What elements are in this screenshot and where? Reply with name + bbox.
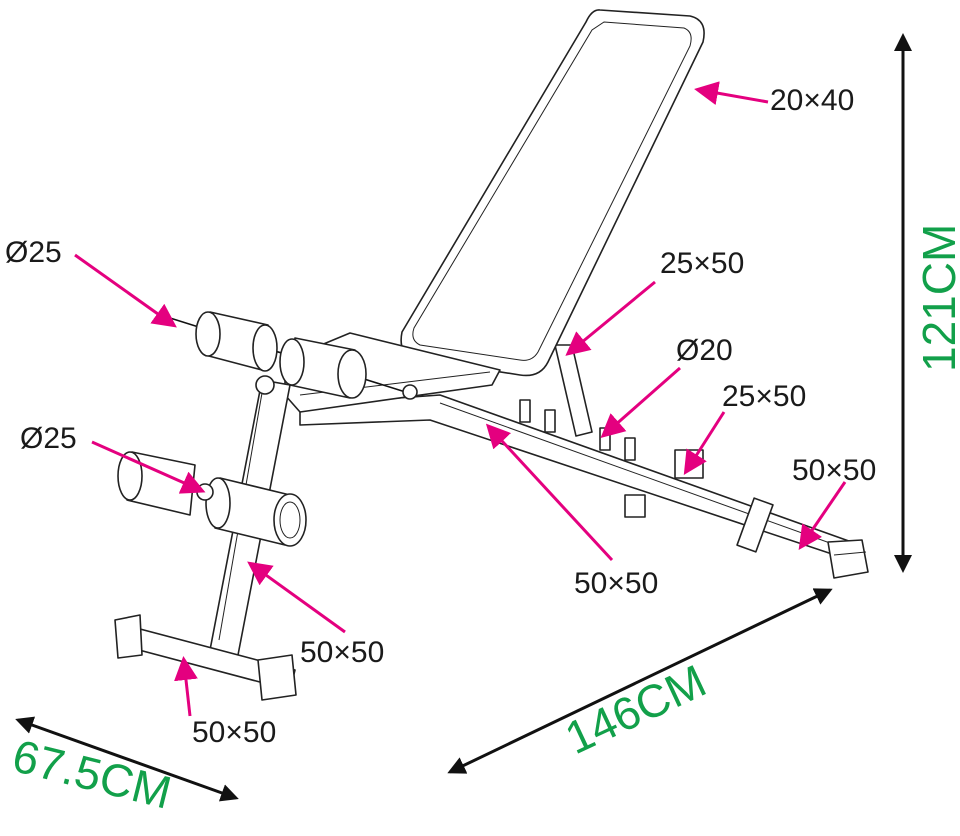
- label-backrest-support: 25×50: [660, 247, 744, 280]
- lower-roller-bar: [117, 451, 307, 547]
- rear-feet: [624, 494, 869, 579]
- label-lower-roller-bar: Ø25: [20, 422, 77, 455]
- dimension-width: 67.5CM: [8, 729, 177, 818]
- label-rear-foot: 50×50: [792, 454, 876, 487]
- dimension-arrows: [15, 33, 912, 802]
- dimension-length: 146CM: [557, 654, 713, 764]
- dimension-height: 121CM: [913, 224, 960, 372]
- label-front-foot: 50×50: [192, 716, 276, 749]
- pointer-arrows: [74, 81, 847, 717]
- front-foot: [114, 614, 297, 701]
- label-main-rail: 50×50: [574, 567, 658, 600]
- label-backrest-tube: 20×40: [770, 84, 854, 117]
- adjust-knob: [255, 375, 275, 395]
- backrest-pad: [400, 9, 705, 377]
- label-front-leg: 50×50: [300, 636, 384, 669]
- label-adjust-pin: Ø20: [676, 334, 733, 367]
- backrest-support: [554, 344, 593, 437]
- label-ladder-tube: 25×50: [722, 380, 806, 413]
- label-top-roller-bar: Ø25: [5, 236, 62, 269]
- top-roller-bar: [169, 311, 418, 400]
